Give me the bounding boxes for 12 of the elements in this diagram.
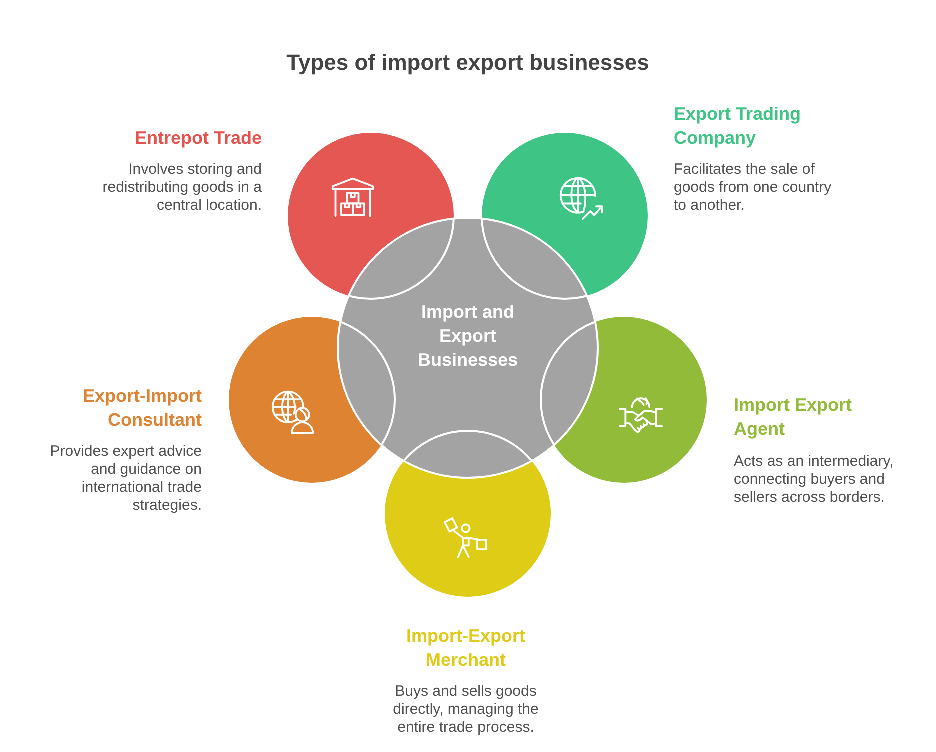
category-description: Acts as an intermediary, connecting buyers and sellers across borders. xyxy=(734,453,895,507)
category-heading: Entrepot Trade xyxy=(134,127,262,150)
category-heading: Export-Import Consultant xyxy=(82,385,202,432)
category-description: Involves storing and redistributing goods in a central location. xyxy=(102,161,262,215)
hub-label: Import and Export Businesses xyxy=(416,301,520,372)
diagram-title: Types of import export businesses xyxy=(286,49,650,77)
category-heading: Export Trading Company xyxy=(674,103,802,150)
category-description: Provides expert advice and guidance on international trade strategies. xyxy=(49,443,202,515)
category-description: Buys and sells goods directly, managing the entire trade process. xyxy=(392,683,540,737)
category-heading: Import-Export Merchant xyxy=(406,625,526,672)
category-description: Facilitates the sale of goods from one country to another. xyxy=(674,161,833,215)
category-heading: Import Export Agent xyxy=(734,394,854,441)
